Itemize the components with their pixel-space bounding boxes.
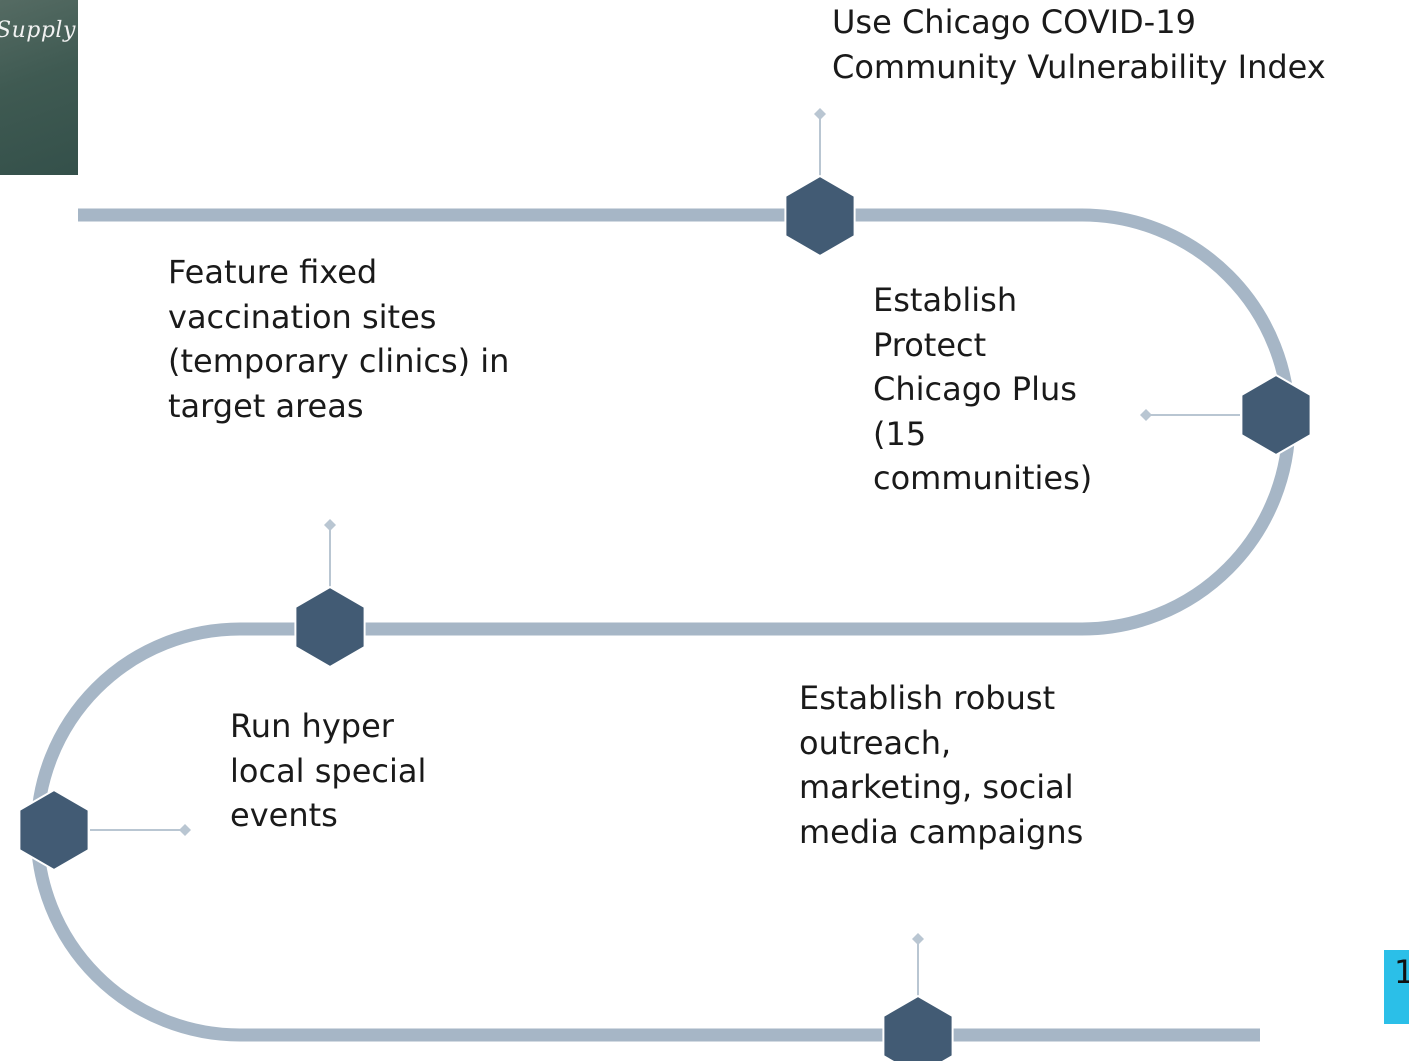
step-2-line-2: Protect bbox=[873, 325, 987, 364]
step-3-line-3: (temporary clinics) in bbox=[168, 342, 510, 380]
step-3-line-1: Feature fixed bbox=[168, 253, 378, 291]
timeline-connectors bbox=[90, 108, 1240, 998]
step-3-connector-dot bbox=[324, 519, 336, 531]
step-4-label: Run hyper local special events bbox=[230, 704, 426, 838]
step-4-node bbox=[18, 788, 90, 872]
step-1-line-1: Use Chicago COVID-19 bbox=[832, 3, 1196, 41]
step-4-line-1: Run hyper bbox=[230, 707, 394, 745]
step-2-line-1: Establish bbox=[873, 281, 1018, 319]
thumbnail-caption: Supply bbox=[0, 18, 76, 43]
step-4-connector-dot bbox=[179, 824, 191, 836]
step-1-connector-dot bbox=[814, 108, 826, 120]
step-1-line-2: Community Vulnerability Index bbox=[832, 47, 1326, 86]
step-5-connector-dot bbox=[912, 933, 924, 945]
step-2-line-5: communities) bbox=[873, 459, 1093, 497]
step-2-label: Establish Protect Chicago Plus (15 commu… bbox=[873, 278, 1092, 501]
step-2-line-4: (15 bbox=[873, 414, 927, 453]
timeline-nodes bbox=[18, 174, 1312, 1061]
step-1-label: Use Chicago COVID-19 Community Vulnerabi… bbox=[832, 0, 1326, 89]
step-3-label: Feature fixed vaccination sites (tempora… bbox=[168, 250, 509, 428]
page-number-badge bbox=[1384, 950, 1409, 1024]
step-5-label: Establish robust outreach, marketing, so… bbox=[799, 676, 1083, 854]
page-number: 1 bbox=[1394, 953, 1409, 991]
step-5-line-2: outreach, bbox=[799, 723, 952, 762]
step-3-line-4: target areas bbox=[168, 386, 364, 425]
step-2-line-3: Chicago Plus bbox=[873, 370, 1077, 408]
thumbnail-image: Supply bbox=[0, 0, 78, 175]
step-4-line-3: events bbox=[230, 796, 338, 834]
step-2-connector-dot bbox=[1140, 409, 1152, 421]
step-2-node bbox=[1240, 373, 1312, 457]
step-5-line-4: media campaigns bbox=[799, 812, 1084, 851]
step-4-line-2: local special bbox=[230, 751, 427, 790]
step-5-node bbox=[882, 994, 954, 1061]
step-3-node bbox=[294, 585, 366, 669]
step-5-line-1: Establish robust bbox=[799, 679, 1056, 717]
step-3-line-2: vaccination sites bbox=[168, 297, 437, 336]
step-5-line-3: marketing, social bbox=[799, 768, 1074, 806]
timeline-track bbox=[30, 208, 1296, 1042]
step-1-node bbox=[784, 174, 856, 258]
